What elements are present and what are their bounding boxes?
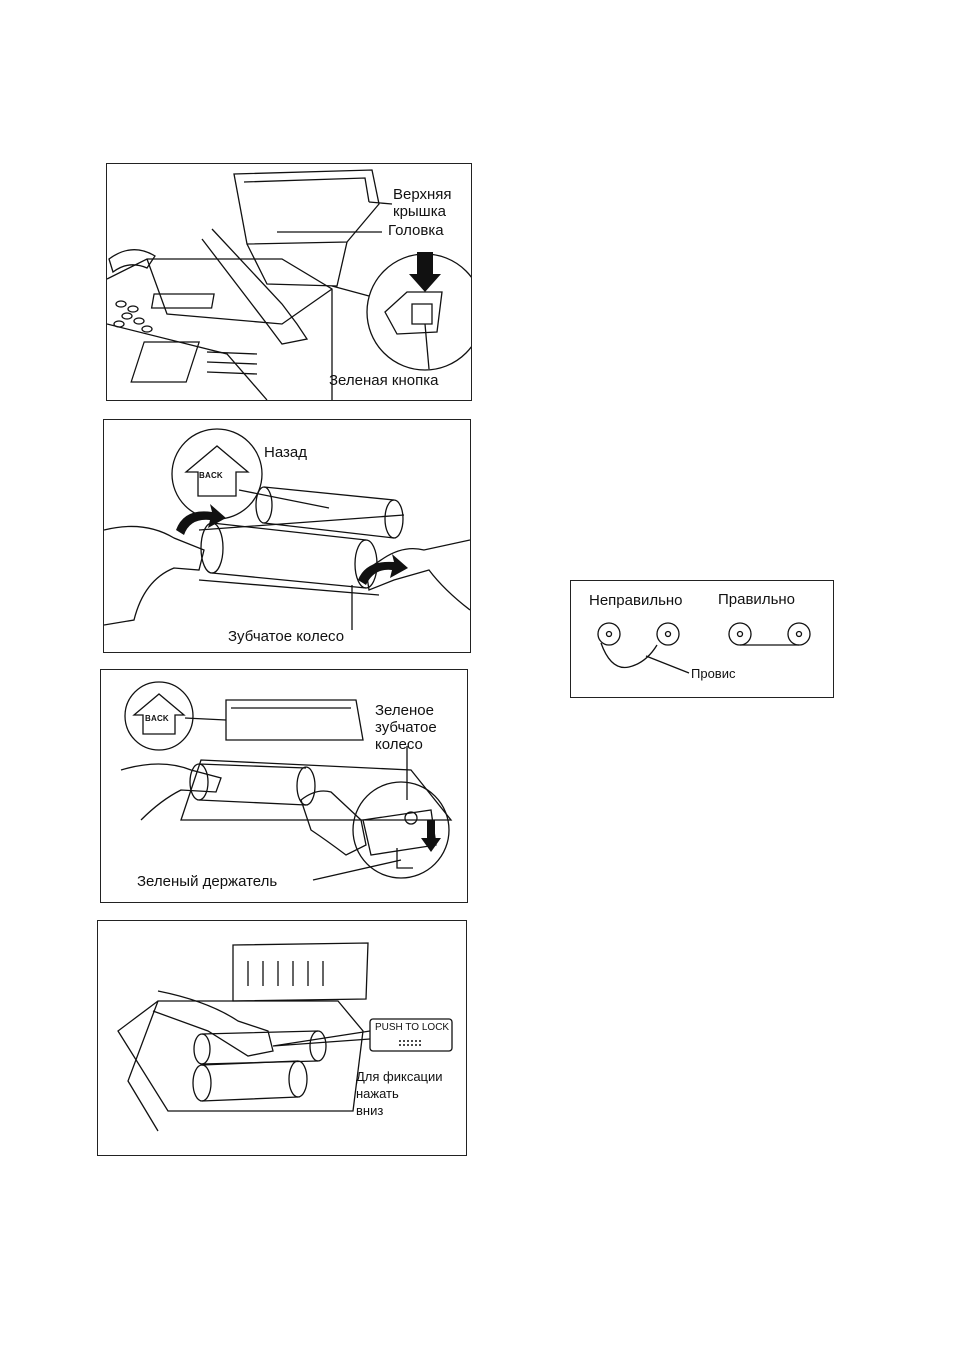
label-press-line2: нажать (356, 1085, 443, 1102)
label-green-holder: Зеленый держатель (137, 873, 277, 890)
label-press-line3: вниз (356, 1102, 443, 1119)
back-arrow-text-2: BACK (145, 714, 169, 723)
label-gear: Зубчатое колесо (228, 628, 344, 645)
label-incorrect: Неправильно (589, 592, 683, 609)
figure-insert-film: BACK Зеленое зубчатое колесо Зеленый дер… (100, 669, 468, 903)
figure-push-to-lock: PUSH TO LOCK Для фиксации нажать вниз (97, 920, 467, 1156)
label-slack: Провис (691, 665, 735, 682)
label-top-cover: Верхняя крышка (393, 186, 452, 220)
label-press-to-lock: Для фиксации нажать вниз (356, 1068, 443, 1119)
label-back: Назад (264, 444, 307, 461)
figure-film-slack: Неправильно Правильно Провис (570, 580, 834, 698)
figure-remove-film: BACK Назад Зубчатое колесо (103, 419, 471, 653)
back-arrow-text: BACK (199, 471, 223, 480)
label-correct: Правильно (718, 591, 795, 608)
label-head: Головка (388, 222, 444, 239)
label-green-gear-line2: зубчатое (375, 719, 437, 736)
label-green-gear: Зеленое зубчатое колесо (375, 702, 437, 753)
push-to-lock-sticker-text: PUSH TO LOCK (375, 1022, 449, 1033)
label-top-cover-line2: крышка (393, 203, 452, 220)
label-top-cover-line1: Верхняя (393, 186, 452, 203)
label-green-gear-line3: колесо (375, 736, 437, 753)
figure-open-cover: Верхняя крышка Головка Зеленая кнопка (106, 163, 472, 401)
label-green-button: Зеленая кнопка (329, 372, 438, 389)
push-to-lock-drawing (98, 921, 466, 1155)
label-press-line1: Для фиксации (356, 1068, 443, 1085)
label-green-gear-line1: Зеленое (375, 702, 437, 719)
